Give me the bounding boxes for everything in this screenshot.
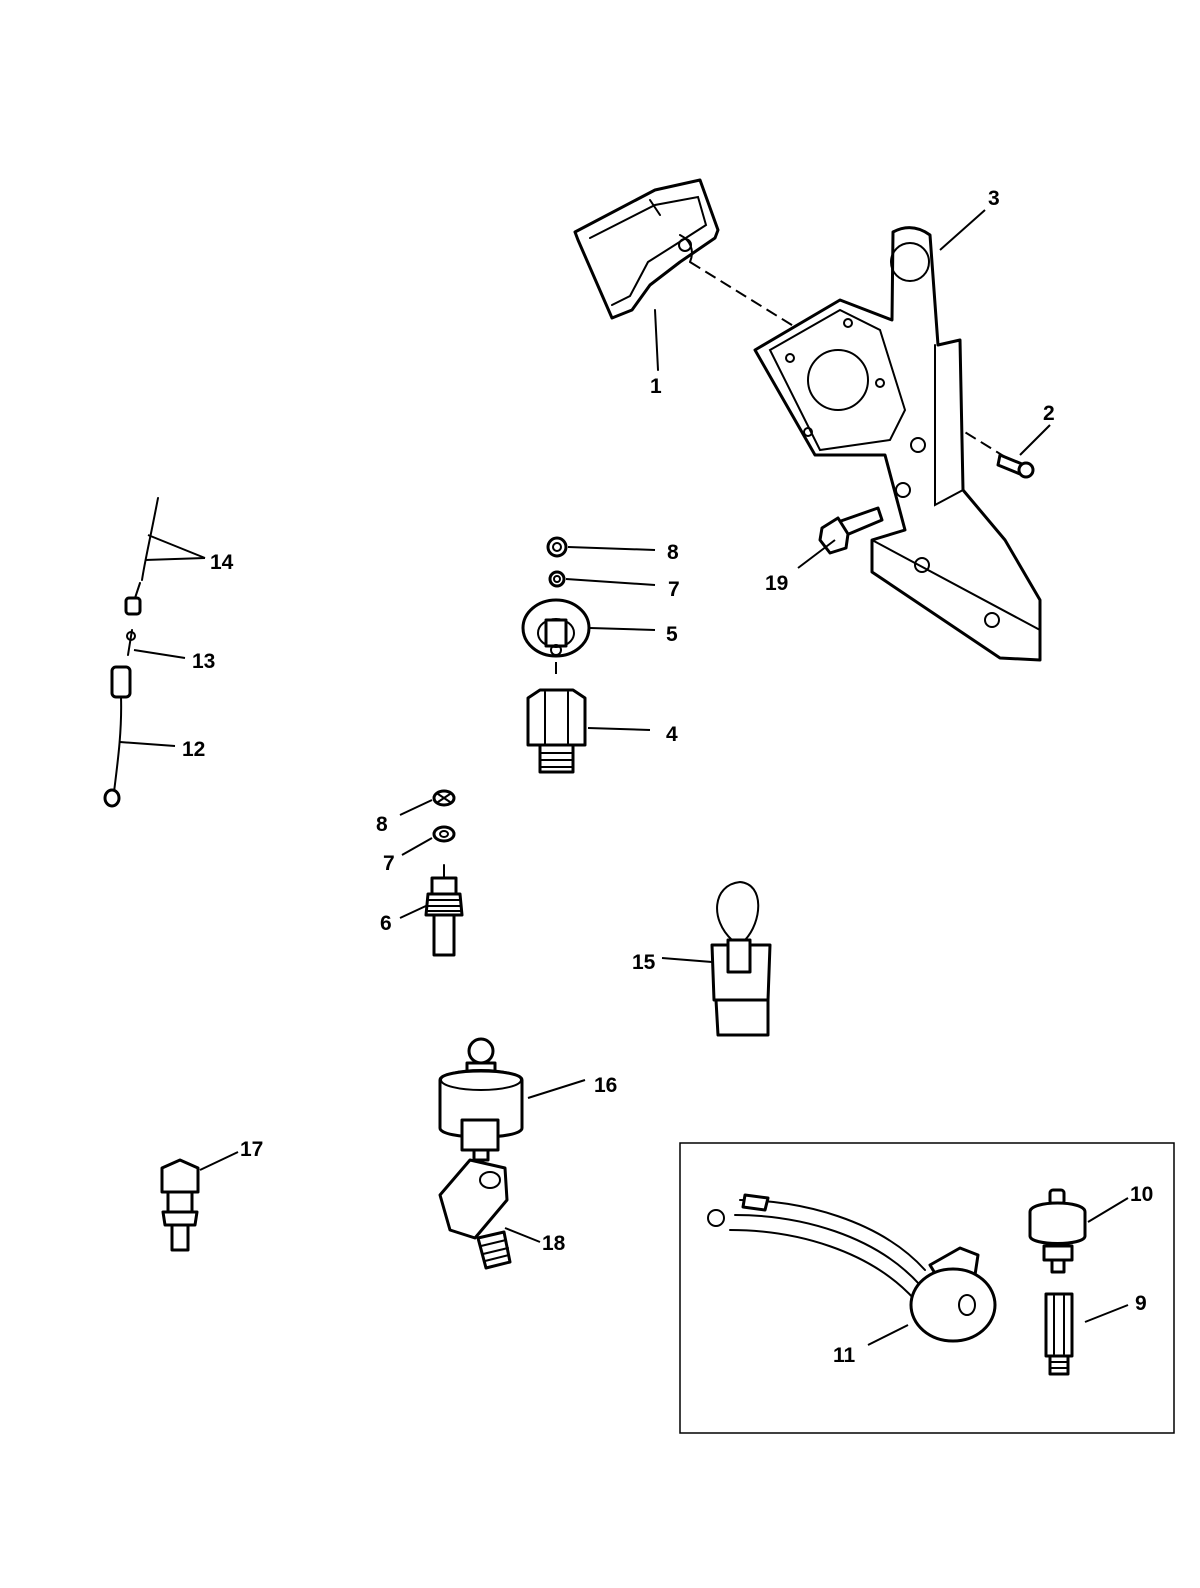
callout-5: 5 xyxy=(666,623,678,646)
part-19-bolt xyxy=(818,506,884,555)
part-4-adapter xyxy=(526,688,587,774)
part-2-screw xyxy=(996,453,1035,479)
part-11-harness xyxy=(707,1193,997,1343)
part-13-terminal xyxy=(126,629,136,656)
callout-7-top: 7 xyxy=(668,578,680,601)
callout-18: 18 xyxy=(542,1232,566,1255)
part-8-nut-top xyxy=(546,536,568,558)
callout-3: 3 xyxy=(988,187,1000,210)
callout-8-top: 8 xyxy=(667,541,679,564)
callout-7-lower: 7 xyxy=(383,852,395,875)
callout-17: 17 xyxy=(240,1138,263,1161)
callout-8-lower: 8 xyxy=(376,813,388,836)
callout-2: 2 xyxy=(1043,402,1055,425)
callout-6: 6 xyxy=(380,912,392,935)
part-6-temp-sender xyxy=(424,864,464,957)
part-14-wire xyxy=(124,497,159,616)
part-7-washer-lower xyxy=(432,825,456,843)
leader-lines xyxy=(119,209,1129,1346)
part-16-pressure-switch xyxy=(438,1037,524,1162)
part-12-lead xyxy=(103,665,132,808)
part-15-connector xyxy=(710,880,772,1037)
part-9-adapter xyxy=(1044,1292,1074,1376)
callout-14: 14 xyxy=(210,551,234,574)
callout-16: 16 xyxy=(594,1074,617,1097)
callout-labels: 1 2 3 4 5 6 7 7 8 8 9 10 11 12 13 14 15 … xyxy=(182,187,1153,1367)
callout-19: 19 xyxy=(765,572,788,595)
part-5-sender xyxy=(521,598,591,680)
part-7-washer-top xyxy=(548,570,566,588)
callout-1: 1 xyxy=(650,375,662,398)
part-18-adapter xyxy=(438,1158,512,1270)
callout-11: 11 xyxy=(833,1344,856,1367)
part-8-nut-lower xyxy=(432,789,456,807)
callout-13: 13 xyxy=(192,650,215,673)
callout-4: 4 xyxy=(666,723,678,746)
inset-frame xyxy=(679,1142,1175,1434)
callout-10: 10 xyxy=(1130,1183,1153,1206)
part-17-fitting xyxy=(160,1158,200,1252)
callout-9: 9 xyxy=(1135,1292,1147,1315)
callout-15: 15 xyxy=(632,951,656,974)
part-10-sender xyxy=(1028,1188,1087,1274)
part-3-bracket xyxy=(753,226,1042,662)
callout-12: 12 xyxy=(182,738,205,761)
part-1-clamp xyxy=(573,178,720,371)
